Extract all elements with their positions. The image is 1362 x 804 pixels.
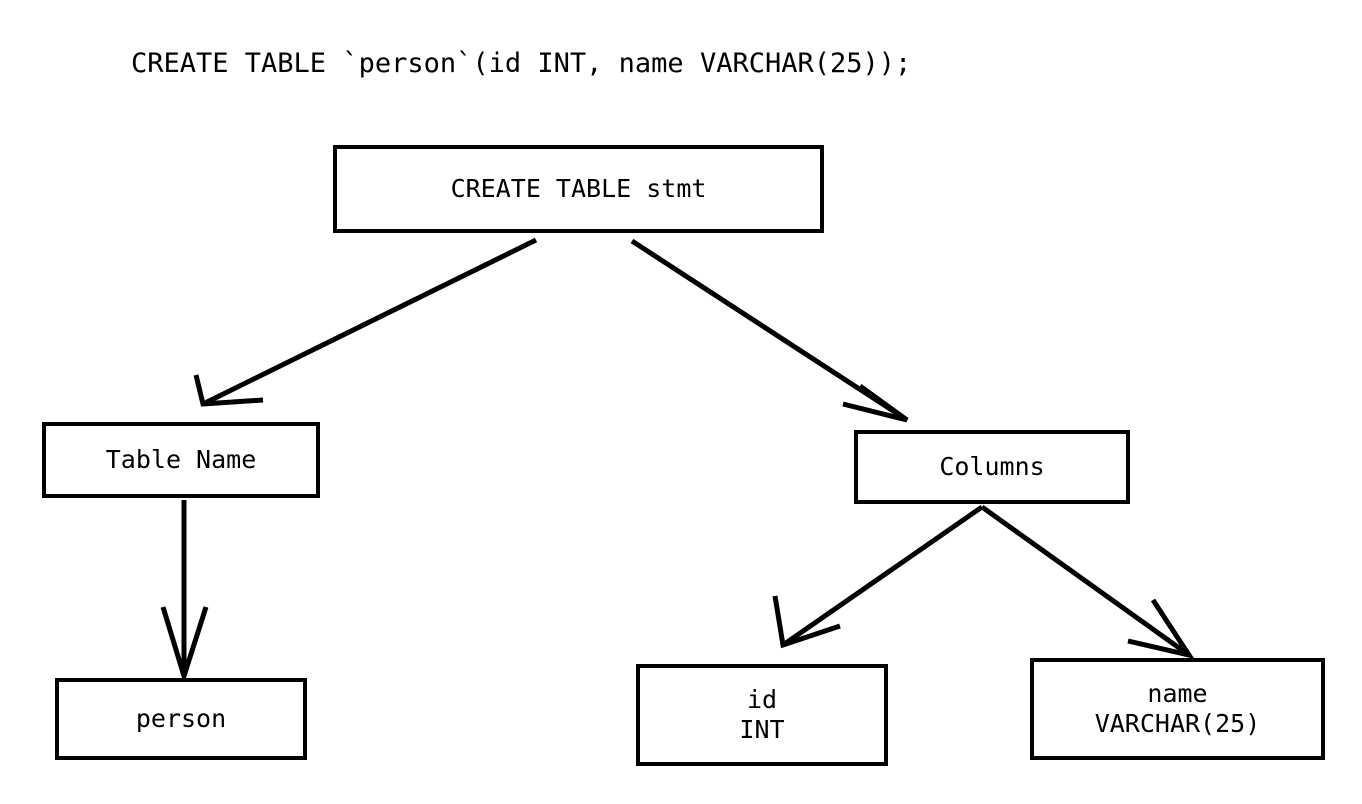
edge-root-to-columns — [630, 238, 909, 423]
node-column-name[interactable]: name VARCHAR(25) — [1030, 658, 1325, 760]
node-column-type-label: INT — [739, 715, 785, 744]
edge-table-name-to-person — [160, 500, 209, 685]
node-column-type-label: VARCHAR(25) — [1094, 709, 1261, 738]
node-column-id[interactable]: id INT — [636, 664, 888, 766]
node-column-name-label: id — [746, 684, 778, 714]
node-label: CREATE TABLE stmt — [450, 173, 707, 203]
edge-root-to-table-name — [193, 237, 538, 407]
node-create-table-stmt[interactable]: CREATE TABLE stmt — [333, 145, 824, 233]
edge-columns-to-column-name — [980, 504, 1195, 659]
node-columns[interactable]: Columns — [854, 430, 1130, 504]
node-label: Columns — [939, 451, 1045, 481]
edge-columns-to-column-id — [772, 504, 984, 649]
node-table-name[interactable]: Table Name — [42, 422, 320, 498]
sql-statement-text: CREATE TABLE `person`(id INT, name VARCH… — [131, 48, 912, 79]
node-column-name-label: name — [1147, 678, 1208, 708]
node-label: person — [135, 703, 227, 733]
node-person[interactable]: person — [55, 678, 307, 760]
node-label: Table Name — [105, 444, 257, 474]
